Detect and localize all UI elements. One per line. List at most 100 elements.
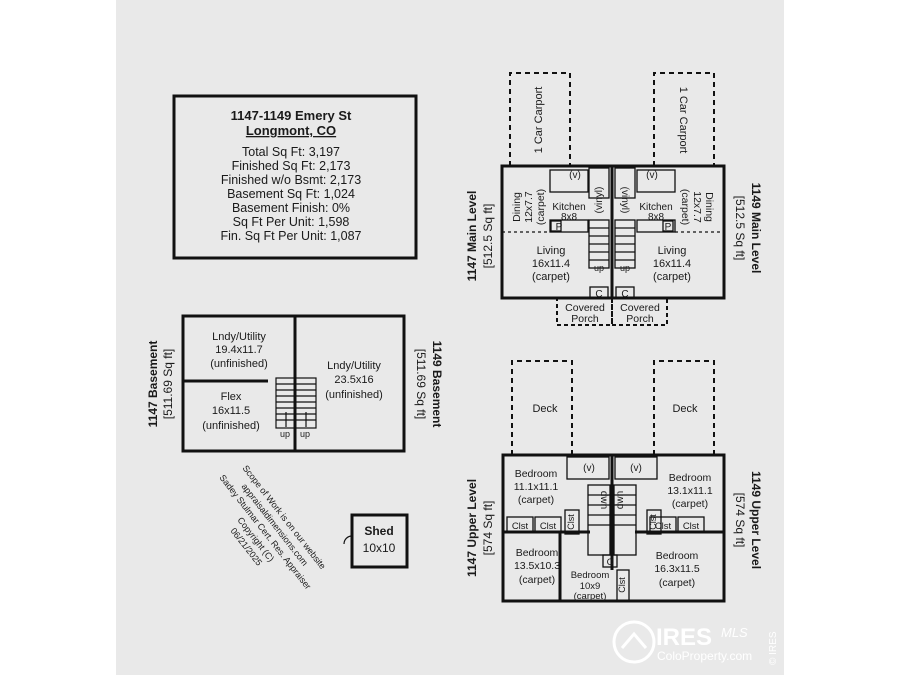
city-title: Longmont, CO xyxy=(246,123,336,138)
room-name: Bedroom xyxy=(515,468,558,480)
summary-line: Basement Sq Ft: 1,024 xyxy=(227,187,355,201)
logo-brand: IRES xyxy=(656,624,712,651)
closet-label: Clst xyxy=(512,521,529,532)
room-finish: (carpet) xyxy=(519,574,555,586)
room-size: 23.5x16 xyxy=(334,374,373,386)
shed-title: Shed xyxy=(364,524,393,538)
room-size: 19.4x11.7 xyxy=(215,344,263,356)
main-left-title: 1147 Main Level xyxy=(465,191,479,282)
room-size: 13.5x10.3 xyxy=(514,560,560,572)
sink-label: (v) xyxy=(583,463,595,474)
room-size: 13.1x11.1 xyxy=(667,485,713,497)
closet-label: Clst xyxy=(683,521,700,532)
room-name: Bedroom xyxy=(669,472,712,484)
room-finish: (carpet) xyxy=(672,498,708,510)
logo-side: © IRES xyxy=(768,631,779,665)
pantry-label: P xyxy=(665,222,672,233)
logo-mls: MLS xyxy=(721,625,748,640)
shed-plan: Shed 10x10 xyxy=(343,513,409,569)
upper-left-area: [574 Sq ft] xyxy=(481,501,495,556)
deck-label: Deck xyxy=(672,403,698,415)
room-size: 10x9 xyxy=(580,581,601,592)
address-title: 1147-1149 Emery St xyxy=(231,108,352,123)
kitchen-fixtures xyxy=(502,167,724,269)
room-size: 16x11.4 xyxy=(532,258,570,270)
room-size: 11.1x11.1 xyxy=(514,481,559,493)
room-finish: (unfinished) xyxy=(202,420,259,432)
sink-label: (v) xyxy=(569,170,581,181)
room-size: 16.3x11.5 xyxy=(654,563,700,575)
carports xyxy=(509,72,715,166)
house-icon xyxy=(620,631,648,649)
room-name: Living xyxy=(658,245,687,257)
stairs-up-label: up xyxy=(300,429,310,439)
closet-label: C xyxy=(595,289,602,300)
summary-line: Sq Ft Per Unit: 1,598 xyxy=(233,215,350,229)
room-finish: (carpet) xyxy=(532,271,570,283)
room-name: Bedroom xyxy=(571,570,610,581)
logo-site: ColoProperty.com xyxy=(657,649,752,663)
room-finish: (unfinished) xyxy=(325,389,382,401)
summary-box: 1147-1149 Emery St Longmont, CO Total Sq… xyxy=(172,94,418,260)
basement-right-area: [511.69 Sq ft] xyxy=(414,349,428,420)
scope-note: Scope of Work is on our website appraisa… xyxy=(217,463,327,591)
room-finish: (carpet) xyxy=(653,271,691,283)
porch-label: Porch xyxy=(571,313,599,325)
basement-right-title: 1149 Basement xyxy=(430,341,444,428)
room-name: Living xyxy=(537,245,566,257)
main-level-plan: 1 Car Carport 1 Car Carport xyxy=(465,72,763,326)
room-name: Bedroom xyxy=(656,550,699,562)
room-size: 16x11.5 xyxy=(212,405,250,417)
room-size: 12x7.7 xyxy=(523,191,535,223)
room-name: Dining xyxy=(703,192,715,222)
basement-plan: Lndy/Utility 19.4x11.7 (unfinished) Flex… xyxy=(146,314,444,453)
room-name: Lndy/Utility xyxy=(212,331,266,343)
stairs-up-label: up xyxy=(620,263,630,273)
basement-left-area: [511.69 Sq ft] xyxy=(161,349,175,420)
basement-left-title: 1147 Basement xyxy=(146,341,160,428)
upper-left-title: 1147 Upper Level xyxy=(465,479,479,577)
upper-right-area: [574 Sq ft] xyxy=(733,493,747,548)
room-name: Lndy/Utility xyxy=(327,360,381,372)
basement-stairs xyxy=(275,377,317,429)
watermark: REcolorado xyxy=(818,655,892,671)
porch-label: Covered xyxy=(565,302,605,314)
main-right-title: 1149 Main Level xyxy=(749,183,763,274)
floorplan-paper xyxy=(116,0,784,675)
closet-label: Clst xyxy=(648,514,658,530)
summary-line: Fin. Sq Ft Per Unit: 1,087 xyxy=(220,229,361,243)
room-finish: (carpet) xyxy=(679,189,691,225)
sink-label: (v) xyxy=(630,463,642,474)
pantry-label: P xyxy=(556,222,563,233)
floor-vinyl: (vinyl) xyxy=(594,187,605,214)
room-finish: (unfinished) xyxy=(210,358,267,370)
stairs-up-label: up xyxy=(280,429,290,439)
porch-label: Covered xyxy=(620,302,660,314)
room-name: Bedroom xyxy=(516,547,559,559)
closet-label: C xyxy=(607,557,614,568)
sink-label: (v) xyxy=(646,170,658,181)
summary-line: Total Sq Ft: 3,197 xyxy=(242,145,340,159)
closet-label: Clst xyxy=(655,521,672,532)
room-size: 8x8 xyxy=(648,212,665,223)
porch-label: Porch xyxy=(626,313,654,325)
closet-label: Clst xyxy=(617,577,627,593)
room-size: 12x7.7 xyxy=(691,191,703,223)
closet-label: Clst xyxy=(566,514,576,530)
room-name: Flex xyxy=(221,391,242,403)
room-name: Dining xyxy=(511,192,523,222)
summary-line: Basement Finish: 0% xyxy=(232,201,350,215)
room-finish: (carpet) xyxy=(518,494,554,506)
stairs-down-label: dwn xyxy=(598,491,609,509)
room-finish: (carpet) xyxy=(535,189,547,225)
floor-vinyl: (vinyl) xyxy=(619,187,630,214)
decks xyxy=(511,360,715,455)
stairs-up-label: up xyxy=(594,263,604,273)
shed-size: 10x10 xyxy=(363,541,396,555)
room-size: 8x8 xyxy=(561,212,578,223)
stairs-down-label: dwn xyxy=(615,491,626,509)
room-size: 16x11.4 xyxy=(653,258,691,270)
closet-label: C xyxy=(621,289,628,300)
